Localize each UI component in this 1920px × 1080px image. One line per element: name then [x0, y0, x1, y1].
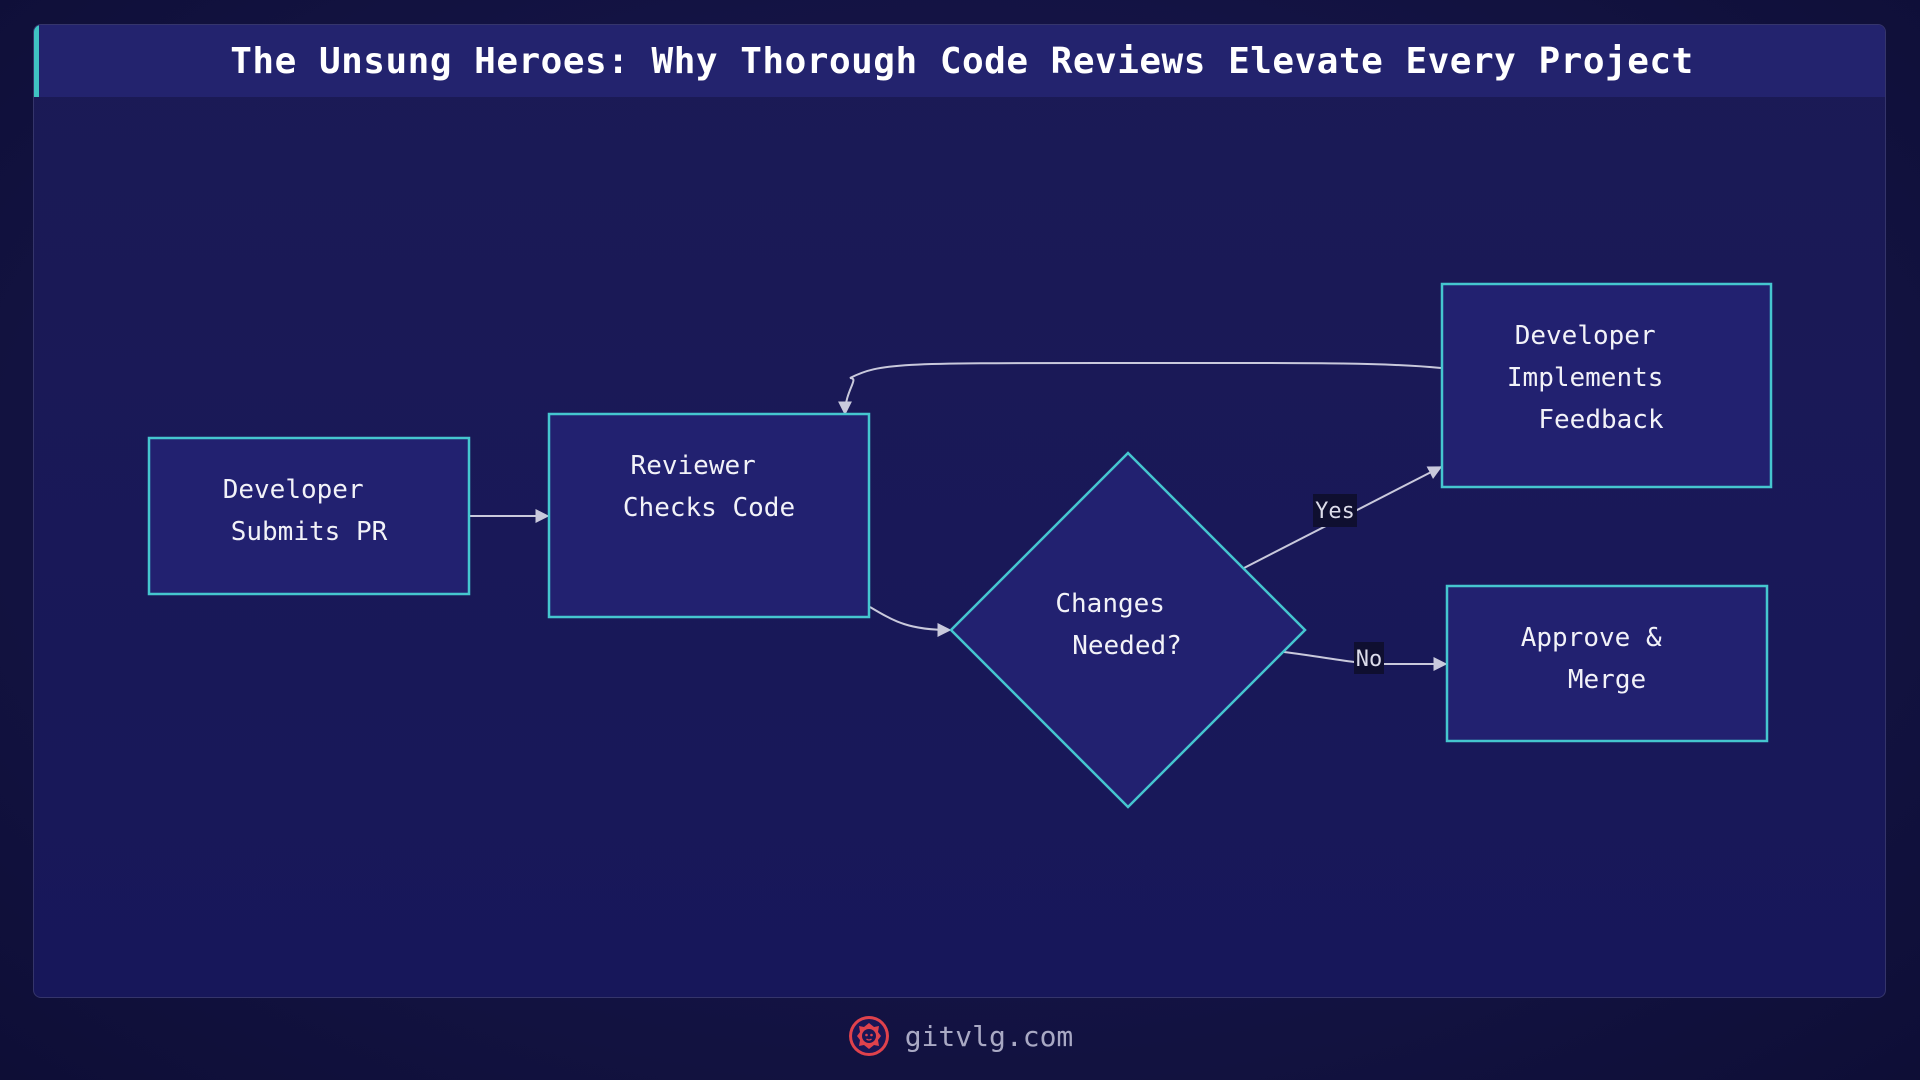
node-reviewer-checks-code: Reviewer Checks Code	[547, 412, 871, 619]
edge-label-yes-text: Yes	[1315, 499, 1355, 524]
node-approve-and-merge-label: Approve & Merge	[1521, 623, 1678, 695]
node-approve-and-merge: Approve & Merge	[1445, 584, 1769, 743]
node-developer-submits-pr-label: Developer Submits PR	[223, 475, 388, 547]
node-changes-needed-label: Changes Needed?	[1055, 589, 1181, 661]
edge-implement-to-review	[838, 361, 1442, 416]
node-changes-needed-decision: Changes Needed?	[949, 451, 1307, 809]
node-reviewer-checks-code-label: Reviewer Checks Code	[623, 451, 795, 523]
lion-logo-icon	[848, 1016, 889, 1056]
edge-label-yes: Yes	[1313, 494, 1357, 527]
edge-label-no: No	[1354, 642, 1384, 674]
edge-review-to-decision	[869, 606, 952, 637]
footer: gitvlg.com	[0, 1012, 1920, 1060]
page-title: The Unsung Heroes: Why Thorough Code Rev…	[230, 40, 1694, 82]
edge-label-no-text: No	[1356, 647, 1383, 672]
node-developer-implements-feedback-label: Developer Implements Feedback	[1507, 321, 1679, 435]
node-developer-submits-pr: Developer Submits PR	[147, 436, 471, 596]
node-developer-implements-feedback: Developer Implements Feedback	[1440, 282, 1773, 489]
footer-site-name: gitvlg.com	[904, 1019, 1074, 1053]
title-bar: The Unsung Heroes: Why Thorough Code Rev…	[34, 25, 1885, 97]
